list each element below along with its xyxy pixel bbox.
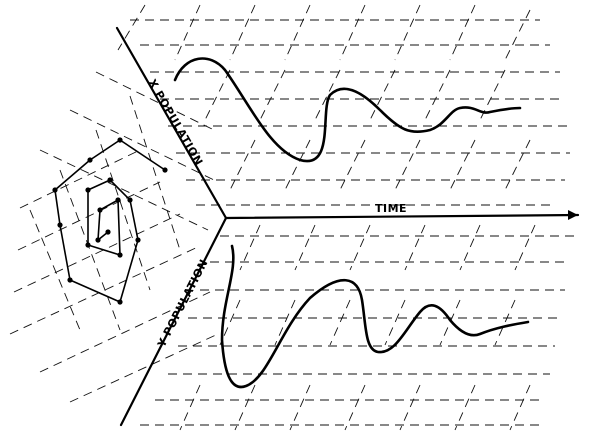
phase-orbit-points [52, 137, 168, 305]
time-axis-edge [224, 213, 580, 220]
time-arrowhead [568, 210, 578, 220]
time-label: TIME [375, 202, 407, 215]
top-face-grid [117, 4, 570, 206]
orbit-point [117, 252, 123, 258]
x-population-label: X POPULATION [145, 77, 205, 168]
orbit-point [95, 237, 101, 243]
orbit-point [97, 207, 103, 213]
orbit-point [85, 242, 91, 248]
orbit-point [117, 299, 123, 305]
x-population-curve [173, 57, 522, 163]
x-population-axis-edge [115, 26, 228, 220]
phase-orbit [54, 139, 166, 303]
orbit-point [162, 167, 168, 173]
orbit-point [87, 157, 93, 163]
orbit-point [67, 277, 73, 283]
orbit-point [57, 222, 63, 228]
orbit-point [52, 187, 58, 193]
orbit-point [135, 237, 141, 243]
y-population-axis-edge [119, 216, 228, 427]
bottom-face-grid [140, 224, 575, 431]
y-population-label: Y POPULATION [155, 257, 211, 350]
orbit-point [85, 187, 91, 193]
orbit-point [117, 137, 123, 143]
orbit-point [115, 197, 121, 203]
left-face-grid [9, 71, 219, 403]
y-population-curve [220, 244, 530, 389]
cube-edges [115, 26, 580, 427]
orbit-point [107, 177, 113, 183]
orbit-point [127, 197, 133, 203]
orbit-point [105, 229, 111, 235]
